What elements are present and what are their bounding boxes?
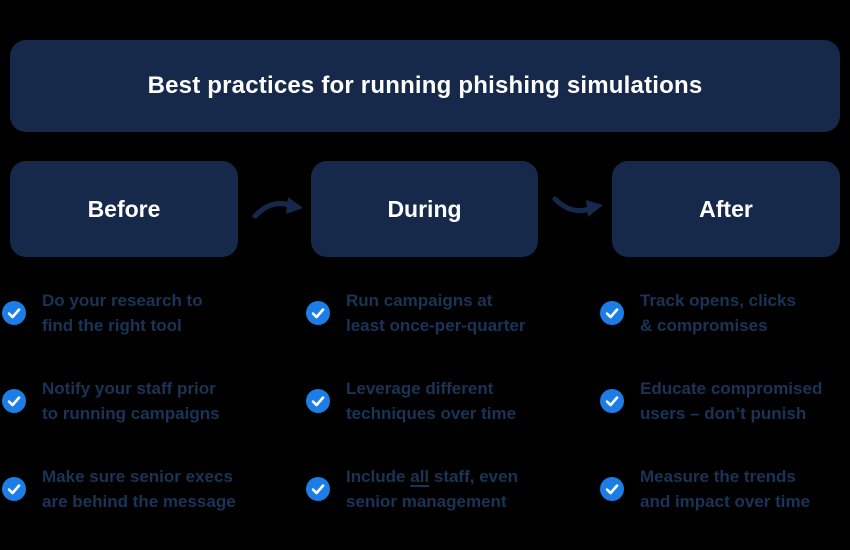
checklist-item-text: Make sure senior execs are behind the me… [42,467,236,511]
stage-label-before: Before [87,195,161,222]
checklist-item-text: Track opens, clicks & compromises [640,291,796,335]
check-icon [306,389,330,413]
check-icon [2,389,26,413]
checklist-item: Measure the trends and impact over time [600,464,850,514]
checklist-item-text: Include all staff, even senior managemen… [346,467,518,511]
stage-label-after: After [699,195,753,222]
checklist-column-before: Do your research to find the right tool … [2,288,302,514]
stage-box-during: During [311,161,538,257]
checklist-item: Run campaigns at least once-per-quarter [306,288,600,338]
check-icon [306,477,330,501]
checklist-item: Leverage different techniques over time [306,376,600,426]
stage-label-during: During [387,195,462,222]
curved-arrow-icon-2 [552,196,603,217]
title-banner: Best practices for running phishing simu… [10,40,840,132]
check-icon [600,389,624,413]
checklist-item-text: Run campaigns at least once-per-quarter [346,291,526,335]
checklist-item: Include all staff, even senior managemen… [306,464,600,514]
checklist-item-text: Measure the trends and impact over time [640,467,811,511]
page-title: Best practices for running phishing simu… [147,72,703,99]
checklist-item-text: Notify your staff prior to running campa… [42,379,220,423]
checklist-item: Notify your staff prior to running campa… [2,376,302,426]
check-icon [600,301,624,325]
check-icon [2,301,26,325]
checklist-item: Educate compromised users – don’t punish [600,376,850,426]
checklist-item: Track opens, clicks & compromises [600,288,850,338]
checklist-item: Do your research to find the right tool [2,288,302,338]
stage-box-before: Before [10,161,238,257]
checklist-column-during: Run campaigns at least once-per-quarter … [306,288,600,514]
check-icon [600,477,624,501]
checklist-item: Make sure senior execs are behind the me… [2,464,302,514]
checklist-item-text: Leverage different techniques over time [346,379,517,423]
stage-box-after: After [612,161,840,257]
check-icon [306,301,330,325]
checklist-column-after: Track opens, clicks & compromises Educat… [600,288,850,514]
underlined-word: all [410,467,430,486]
checklist-item-text: Educate compromised users – don’t punish [640,379,823,423]
check-icon [2,477,26,501]
checklist-item-text: Do your research to find the right tool [42,291,203,335]
curved-arrow-icon-1 [252,197,303,219]
